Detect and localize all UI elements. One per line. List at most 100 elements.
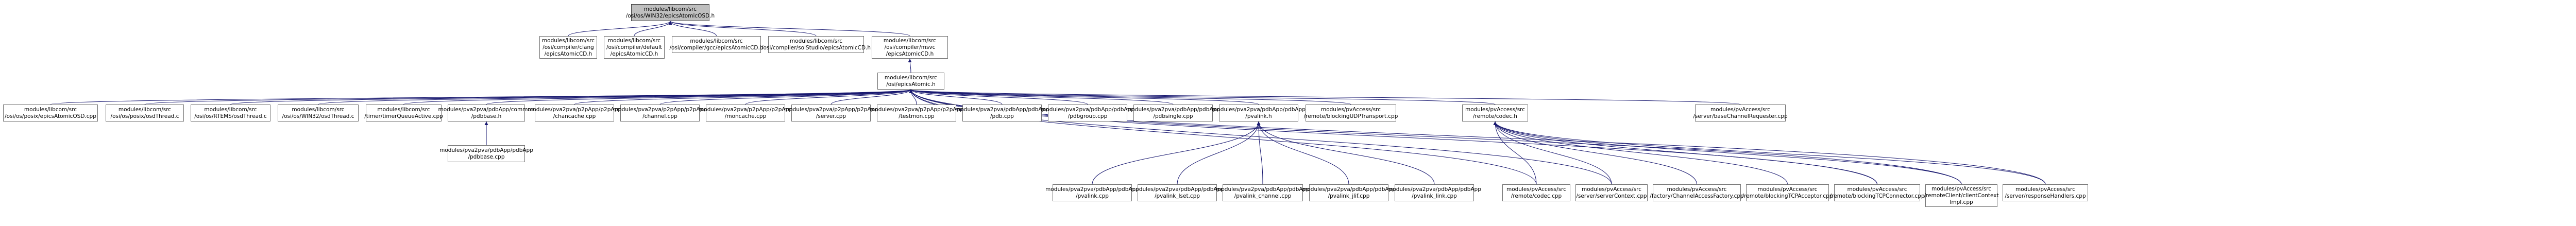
file-node-n22[interactable]: modules/pvAccess/src/remote/blockingUDPT… <box>1303 105 1398 121</box>
file-node-n5[interactable]: modules/libcom/src/osi/compiler/msvc/epi… <box>872 36 948 59</box>
file-node-n37[interactable]: modules/pvAccess/src/server/responseHand… <box>2003 184 2088 201</box>
file-node-n25[interactable]: modules/pva2pva/pdbApp/pdbApp/pdbbase.cp… <box>439 145 533 162</box>
node-label-line: /pdbbase.cpp <box>468 153 505 160</box>
file-node-n10[interactable]: modules/libcom/src/osi/os/WIN32/osdThrea… <box>278 105 359 121</box>
node-label-line: /remote/blockingTCPConnector.cpp <box>1829 193 1925 199</box>
file-node-n18[interactable]: modules/pva2pva/pdbApp/pdbApp/pdb.cpp <box>955 105 1049 121</box>
file-node-n26[interactable]: modules/pva2pva/pdbApp/pdbApp/pvalink.cp… <box>1045 184 1139 201</box>
file-node-n27[interactable]: modules/pva2pva/pdbApp/pdbApp/pvalink_ls… <box>1130 184 1224 201</box>
include-edge <box>1493 121 1537 185</box>
file-node-n13[interactable]: modules/pva2pva/p2pApp/p2pApp/chancache.… <box>528 105 621 121</box>
node-label-line: /pdb.cpp <box>990 113 1014 119</box>
include-edge <box>909 89 1003 105</box>
node-label-line: /pvalink_lset.cpp <box>1154 193 1200 199</box>
node-label-line: /osi/compiler/gcc/epicsAtomicCD.h <box>669 44 764 51</box>
node-label-line: /pvalink_link.cpp <box>1412 193 1457 199</box>
file-node-n30[interactable]: modules/pva2pva/pdbApp/pdbApp/pvalink_li… <box>1387 184 1481 201</box>
node-label-line: modules/pva2pva/pdbApp/pdbApp <box>1130 186 1224 193</box>
node-label-line: modules/pvAccess/src <box>1757 186 1818 193</box>
node-label-line: modules/pva2pva/pdbApp/pdbApp <box>1212 106 1306 113</box>
node-label-line: modules/pvAccess/src <box>1847 186 1907 193</box>
file-node-n20[interactable]: modules/pva2pva/pdbApp/pdbApp/pdbsingle.… <box>1126 105 1220 121</box>
file-node-n9[interactable]: modules/libcom/src/osi/os/RTEMS/osdThrea… <box>191 105 270 121</box>
node-label-line: modules/libcom/src <box>118 106 172 113</box>
file-node-n3[interactable]: modules/libcom/src/osi/compiler/gcc/epic… <box>669 36 764 53</box>
node-label-line: modules/pva2pva/pdbApp/pdbApp <box>1302 186 1396 193</box>
node-label-line: modules/pva2pva/pdbApp/pdbApp <box>1216 186 1310 193</box>
node-label-line: modules/pvAccess/src <box>1667 186 1727 193</box>
file-node-n24[interactable]: modules/pvAccess/src/server/baseChannelR… <box>1693 105 1788 121</box>
include-edge <box>909 89 1877 185</box>
file-node-n6[interactable]: modules/libcom/src/osi/epicsAtomic.h <box>877 73 944 90</box>
node-label-line: modules/libcom/src <box>204 106 257 113</box>
node-label-line: modules/pvAccess/src <box>1506 186 1567 193</box>
file-node-n35[interactable]: modules/pvAccess/src/remote/blockingTCPC… <box>1829 184 1925 201</box>
include-edge <box>668 21 817 37</box>
node-label-line: modules/libcom/src <box>607 37 661 44</box>
node-label-line: modules/pva2pva/pdbApp/pdbApp <box>1045 186 1139 193</box>
include-edge <box>1092 121 1261 185</box>
node-label-line: /pdbbase.h <box>471 113 502 119</box>
file-node-n23[interactable]: modules/pvAccess/src/remote/codec.h <box>1462 105 1528 121</box>
file-node-n31[interactable]: modules/pvAccess/src/remote/codec.cpp <box>1502 184 1570 201</box>
node-label-line: modules/libcom/src <box>292 106 345 113</box>
node-label-line: /server.cpp <box>816 113 846 119</box>
file-node-n11[interactable]: modules/libcom/src/timer/timerQueueActiv… <box>364 105 443 121</box>
file-node-n21[interactable]: modules/pva2pva/pdbApp/pdbApp/pvalink.h <box>1212 105 1306 121</box>
file-node-n19[interactable]: modules/pva2pva/pdbApp/pdbApp/pdbgroup.c… <box>1041 105 1134 121</box>
node-label-line: /remote/codec.h <box>1473 113 1517 119</box>
node-label-line: /osi/compiler/msvc <box>884 44 936 50</box>
node-label-line: /osi/os/WIN32/osdThread.c <box>282 113 354 119</box>
node-label-line: /timer/timerQueueActive.cpp <box>364 113 443 119</box>
node-label-line: modules/pva2pva/pdbApp/common <box>438 106 535 113</box>
include-edge <box>668 21 717 37</box>
file-node-n4[interactable]: modules/libcom/src/osi/compiler/solStudi… <box>761 36 871 53</box>
node-label-line: /pdbgroup.cpp <box>1067 113 1108 119</box>
node-label-line: Impl.cpp <box>1950 199 1973 205</box>
node-label-line: /server/baseChannelRequester.cpp <box>1693 113 1788 119</box>
file-node-n36[interactable]: modules/pvAccess/src/remoteClient/client… <box>1924 184 1999 207</box>
node-label-line: /osi/epicsAtomic.h <box>886 81 936 88</box>
file-node-n1[interactable]: modules/libcom/src/osi/compiler/clang/ep… <box>539 36 597 59</box>
file-node-n15[interactable]: modules/pva2pva/p2pApp/p2pApp/moncache.c… <box>699 105 792 121</box>
node-label-line: /testmon.cpp <box>899 113 935 119</box>
node-label-line: /pvalink.cpp <box>1076 193 1109 199</box>
node-label-line: /server/responseHandlers.cpp <box>2005 193 2086 199</box>
file-node-n28[interactable]: modules/pva2pva/pdbApp/pdbApp/pvalink_ch… <box>1216 184 1310 201</box>
include-edge <box>1493 121 1788 185</box>
include-edge <box>909 89 1537 185</box>
node-label-line: /remote/blockingUDPTransport.cpp <box>1303 113 1398 119</box>
include-edge <box>1493 121 1697 185</box>
node-label-line: /osi/os/WIN32/epicsAtomicOSD.h <box>625 12 715 19</box>
file-node-n8[interactable]: modules/libcom/src/osi/os/posix/osdThrea… <box>106 105 184 121</box>
include-edge <box>909 89 1351 105</box>
node-label-line: /osi/os/posix/osdThread.c <box>110 113 179 119</box>
node-label-line: modules/pvAccess/src <box>1465 106 1526 113</box>
node-label-line: /osi/compiler/default <box>606 44 663 50</box>
include-edge <box>1493 121 1612 185</box>
file-node-n7[interactable]: modules/libcom/src/osi/os/posix/epicsAto… <box>3 105 98 121</box>
file-node-n34[interactable]: modules/pvAccess/src/remote/blockingTCPA… <box>1742 184 1833 201</box>
node-label-line: /remote/codec.cpp <box>1511 193 1562 199</box>
node-label-line: modules/pva2pva/pdbApp/pdbApp <box>955 106 1049 113</box>
include-edge <box>1493 121 2046 185</box>
file-node-n33[interactable]: modules/pvAccess/src/factory/ChannelAcce… <box>1650 184 1744 201</box>
root-file-node: modules/libcom/src/osi/os/WIN32/epicsAto… <box>626 4 715 21</box>
node-label-line: modules/libcom/src <box>789 38 843 44</box>
file-node-n14[interactable]: modules/pva2pva/p2pApp/p2pApp/channel.cp… <box>613 105 707 121</box>
file-node-n2[interactable]: modules/libcom/src/osi/compiler/default/… <box>604 36 665 59</box>
file-node-n17[interactable]: modules/pva2pva/p2pApp/p2pApp/testmon.cp… <box>870 105 963 121</box>
node-label-line: /channel.cpp <box>642 113 677 119</box>
include-edge <box>909 89 1741 105</box>
node-label-line: modules/pva2pva/p2pApp/p2pApp <box>699 106 792 113</box>
include-edge <box>1177 121 1261 185</box>
file-node-n29[interactable]: modules/pva2pva/pdbApp/pdbApp/pvalink_jl… <box>1302 184 1396 201</box>
file-node-n12[interactable]: modules/pva2pva/pdbApp/common/pdbbase.h <box>438 105 535 121</box>
include-edge <box>909 89 1612 185</box>
node-label-line: modules/pvAccess/src <box>1581 186 1642 193</box>
include-edge <box>909 89 1174 105</box>
file-node-n32[interactable]: modules/pvAccess/src/server/serverContex… <box>1575 184 1648 201</box>
include-edge <box>831 89 913 105</box>
include-edge <box>318 89 912 105</box>
file-node-n16[interactable]: modules/pva2pva/p2pApp/p2pApp/server.cpp <box>784 105 878 121</box>
